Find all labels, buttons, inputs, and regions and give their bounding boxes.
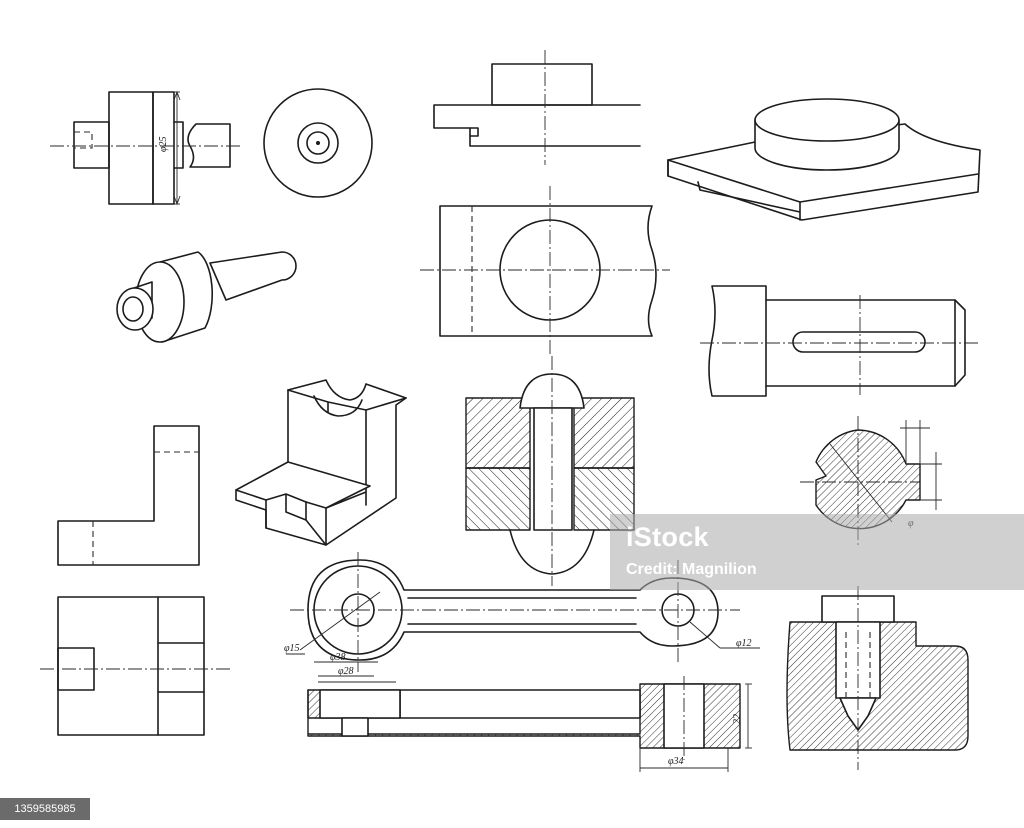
l-bracket-front-view bbox=[57, 425, 200, 566]
keyway-shaft-side-view bbox=[700, 285, 978, 397]
dim-diameter-34: φ34 bbox=[668, 756, 684, 767]
plate-hole-top-view bbox=[420, 186, 670, 356]
stepped-shaft-isometric bbox=[116, 251, 297, 343]
dim-diameter-25: φ25 bbox=[158, 136, 169, 152]
connecting-rod-section: 22 φ34 bbox=[307, 676, 752, 772]
watermark-band bbox=[610, 514, 1024, 590]
watermark-credit: Credit: Magnilion bbox=[626, 561, 757, 578]
dim-diameter-12: φ12 bbox=[736, 638, 752, 649]
rivet-joint-section bbox=[465, 356, 635, 586]
v-block-isometric bbox=[235, 379, 407, 546]
shaft-front-view: φ25 bbox=[50, 90, 240, 206]
disc-end-view bbox=[263, 88, 373, 198]
dim-height-22: 22 bbox=[732, 714, 743, 724]
plate-boss-isometric bbox=[667, 98, 981, 221]
block-top-view bbox=[40, 596, 230, 736]
image-id-badge: 1359585985 bbox=[0, 798, 90, 820]
watermark-logo-text: iStock bbox=[626, 522, 709, 552]
dim-diameter-38: φ38 bbox=[330, 652, 346, 663]
plate-boss-front-view bbox=[433, 50, 641, 165]
dim-diameter-15: φ15 bbox=[284, 643, 300, 654]
dim-diameter-28: φ28 bbox=[338, 666, 354, 677]
bolt-joint-section bbox=[786, 586, 969, 770]
